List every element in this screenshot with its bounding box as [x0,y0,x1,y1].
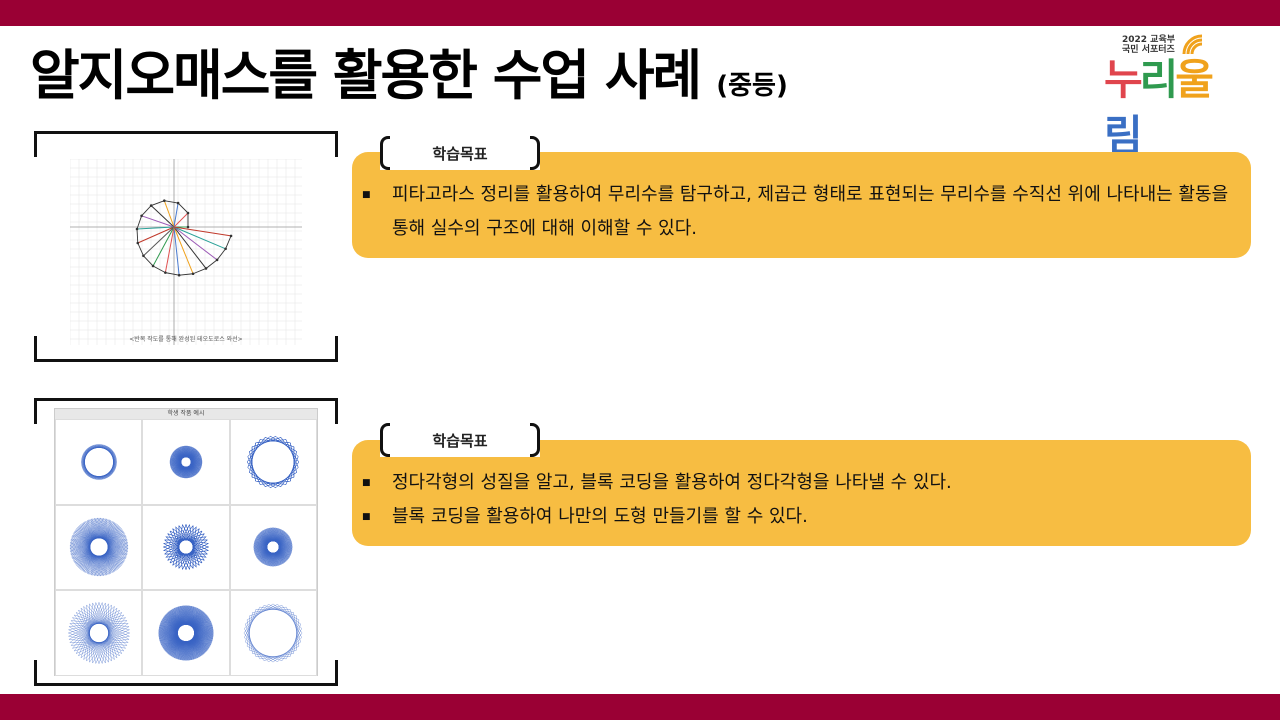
frame-corner [34,660,54,686]
square-bullet-icon: ■ [362,478,371,488]
pattern-icon [157,604,215,662]
frame-top-line [34,398,338,401]
page-title-sub: (중등) [716,71,788,101]
pattern-thumbnail [229,419,317,505]
case2-goal-tag: 학습목표 [380,423,540,457]
top-accent-bar [0,0,1280,26]
frame-bottom-line [34,683,338,686]
case2-goal-tag-label: 학습목표 [432,431,488,450]
pattern-thumbnail [55,504,143,591]
pattern-thumbnail [229,590,317,676]
square-bullet-icon: ■ [362,190,371,200]
pattern-icon [67,601,131,665]
goal-text: 피타고라스 정리를 활용하여 무리수를 탐구하고, 제곱근 형태로 표현되는 무… [392,184,1229,239]
goal-item: ■ 피타고라스 정리를 활용하여 무리수를 탐구하고, 제곱근 형태로 표현되는… [362,178,1232,246]
bottom-accent-bar [0,694,1280,720]
frame-corner [34,131,54,157]
page-title-main: 알지오매스를 활용한 수업 사례 [30,44,702,107]
pattern-thumbnail [142,590,230,676]
frame-corner [34,336,54,362]
case1-image-caption: <반복 작도를 통해 완성된 테오도로스 와선> [129,336,243,343]
case1-goal-tag: 학습목표 [380,136,540,170]
pattern-thumbnail [229,504,317,591]
frame-corner [318,336,338,362]
frame-corner [318,660,338,686]
logo-line2: 국민 서포터즈 [1122,45,1175,55]
frame-corner [318,131,338,157]
logo-char-4: 림 [1104,111,1143,160]
pattern-icon [253,527,294,568]
goal-item: ■ 블록 코딩을 활용하여 나만의 도형 만들기를 할 수 있다. [362,500,1232,534]
logo-line1: 2022 교육부 [1122,35,1176,45]
page-title: 알지오매스를 활용한 수업 사례 (중등) [30,36,788,116]
tag-bracket-left [380,136,390,170]
frame-top-line [34,131,338,134]
student-works-grid [55,419,317,676]
goal-text: 정다각형의 성질을 알고, 블록 코딩을 활용하여 정다각형을 나타낼 수 있다… [392,472,952,493]
pattern-icon [247,435,300,488]
logo-char-3: 울 [1175,55,1214,104]
tag-bracket-right [530,423,540,457]
pattern-icon [80,443,117,480]
theodorus-spiral-image [70,159,302,345]
tag-bracket-right [530,136,540,170]
pattern-icon [68,517,129,578]
logo-name: 누리울림 [1104,52,1240,164]
pattern-icon [162,524,210,571]
goal-text: 블록 코딩을 활용하여 나만의 도형 만들기를 할 수 있다. [392,506,808,527]
square-bullet-icon: ■ [362,512,371,522]
case1-goal-list: ■ 피타고라스 정리를 활용하여 무리수를 탐구하고, 제곱근 형태로 표현되는… [362,178,1232,246]
student-works-title: 학생 작품 예시 [55,409,317,419]
pattern-icon [243,603,303,663]
nuri-ulrim-logo: 2022 교육부 국민 서포터즈 누리울림 [1100,32,1240,160]
case1-image-frame: <반복 작도를 통해 완성된 테오도로스 와선> [34,131,338,362]
logo-char-2: 리 [1139,55,1179,104]
pattern-thumbnail [142,504,230,591]
pattern-thumbnail [142,419,230,505]
frame-corner [34,398,54,424]
student-works-image: 학생 작품 예시 [54,408,318,676]
case2-image-frame: 학생 작품 예시 [34,398,338,686]
frame-bottom-line [34,359,338,362]
frame-corner [318,398,338,424]
pattern-thumbnail [55,419,143,505]
goal-item: ■ 정다각형의 성질을 알고, 블록 코딩을 활용하여 정다각형을 나타낼 수 … [362,466,1232,500]
pattern-icon [169,444,203,479]
case2-goal-list: ■ 정다각형의 성질을 알고, 블록 코딩을 활용하여 정다각형을 나타낼 수 … [362,466,1232,534]
pattern-thumbnail [55,590,143,676]
logo-char-1: 누 [1104,55,1143,104]
case2-goal-box [352,440,1251,546]
case1-goal-tag-label: 학습목표 [432,144,488,163]
wifi-icon [1182,34,1203,55]
tag-bracket-left [380,423,390,457]
